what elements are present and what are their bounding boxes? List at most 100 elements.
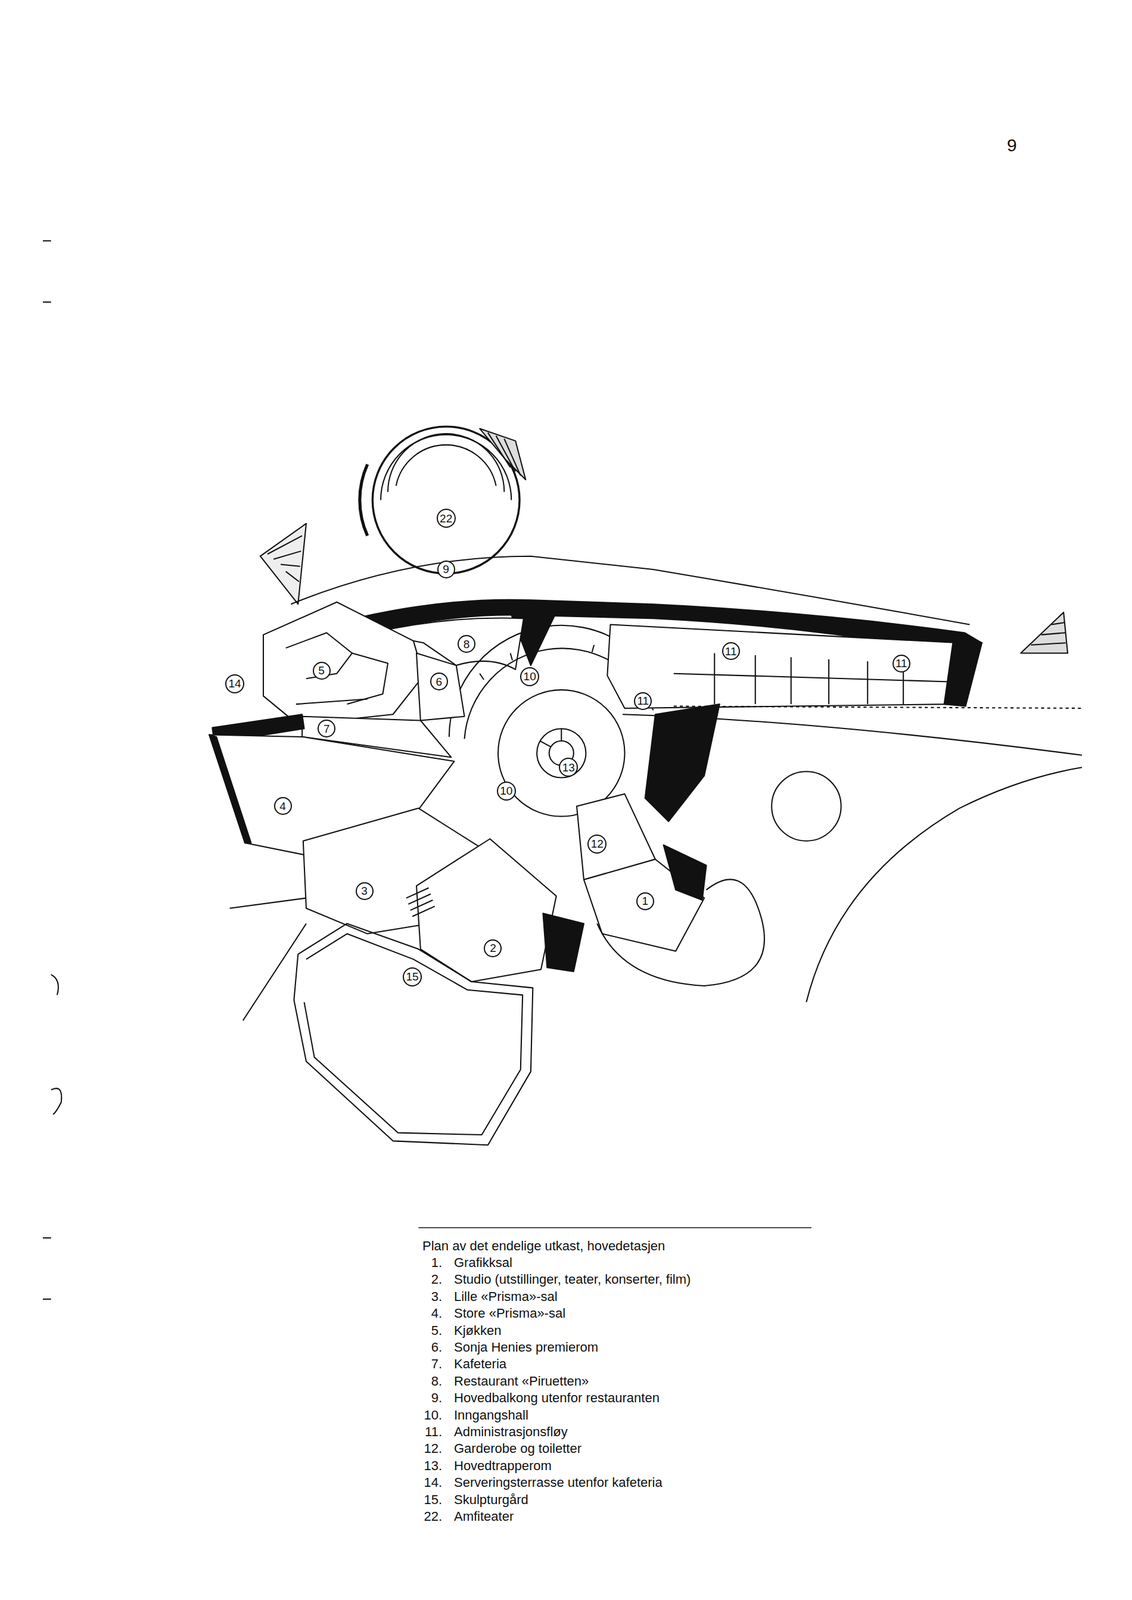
key-number: 5. — [400, 1323, 443, 1339]
plan-line — [592, 645, 595, 653]
plan-line — [866, 661, 869, 705]
callout-circle: 12 — [587, 834, 607, 854]
callout-number: 15 — [406, 971, 419, 983]
callout-number: 6 — [435, 676, 443, 688]
callout-circle: 11 — [722, 642, 740, 661]
key-text: Studio (utstillinger, teater, konserter,… — [453, 1272, 691, 1288]
plan-line — [304, 934, 524, 1136]
key-text: Hovedtrapperom — [453, 1458, 552, 1474]
plan-line — [42, 240, 1082, 1300]
callout-number: 10 — [499, 785, 513, 797]
callout-number: 7 — [323, 723, 331, 735]
callout-circle: 8 — [457, 635, 476, 653]
plan-line — [790, 657, 792, 705]
plan-line — [560, 728, 562, 742]
page-number: 9 — [1006, 134, 1018, 157]
callout-circle: 5 — [312, 661, 331, 680]
plan-line — [260, 523, 307, 605]
plan-line — [412, 906, 435, 917]
plan-line — [596, 879, 765, 987]
callout-number: 11 — [636, 695, 649, 707]
plan-line — [673, 706, 1082, 709]
plan-line — [285, 632, 353, 679]
plan-line — [487, 432, 511, 468]
callout-number: 12 — [591, 838, 604, 850]
plan-line — [42, 240, 52, 242]
callout-circle: 22 — [436, 508, 456, 528]
plan-line — [263, 602, 424, 726]
key-text: Lille «Prisma»-sal — [453, 1289, 558, 1305]
plan-line — [645, 704, 720, 822]
key-number: 7. — [400, 1356, 443, 1373]
plan-line — [51, 1088, 62, 1115]
key-number: 2. — [400, 1272, 443, 1288]
plan-line — [622, 714, 1082, 756]
key-text: Skulpturgård — [453, 1492, 529, 1508]
plan-line — [267, 535, 303, 555]
key-text: Serveringsterrasse utenfor kafeteria — [453, 1475, 663, 1491]
plan-line — [504, 439, 521, 477]
plan-line — [229, 898, 306, 909]
plan-line — [607, 624, 960, 708]
callout-number: 22 — [439, 512, 453, 525]
plan-line — [498, 689, 625, 817]
callout-circle: 10 — [520, 667, 540, 687]
key-number: 15. — [400, 1492, 443, 1508]
plan-line — [285, 571, 300, 582]
plan-line — [713, 652, 715, 705]
plan-line — [1051, 622, 1065, 625]
callout-circle: 3 — [355, 882, 374, 901]
callout-circle: 1 — [636, 892, 655, 911]
plan-line — [510, 652, 513, 661]
plan-line — [396, 445, 497, 487]
callout-number: 1 — [641, 895, 649, 907]
plan-line — [663, 845, 707, 901]
key-number: 22. — [400, 1509, 443, 1525]
key-text: Restaurant «Piruetten» — [453, 1373, 589, 1390]
key-number: 11. — [400, 1424, 443, 1441]
callout-number: 13 — [562, 762, 575, 774]
key-text: Sonja Henies premierom — [453, 1339, 599, 1356]
plan-line — [42, 1298, 52, 1301]
plan-line — [280, 564, 301, 566]
callout-circle: 6 — [430, 672, 449, 691]
plan-line — [771, 771, 841, 841]
plan-line — [479, 673, 484, 680]
callout-number: 9 — [442, 563, 450, 575]
plan-line — [380, 434, 512, 501]
key-number: 4. — [400, 1305, 443, 1322]
key-text: Grafikksal — [453, 1255, 513, 1271]
key-number: 1. — [400, 1255, 443, 1271]
plan-line — [1040, 632, 1066, 635]
key-text: Amfiteater — [453, 1509, 514, 1525]
plan-line — [346, 652, 388, 705]
plan-line — [673, 673, 950, 683]
callout-number: 14 — [228, 678, 241, 690]
callout-number: 10 — [523, 670, 537, 683]
callout-number: 2 — [489, 942, 497, 954]
key-text: Administrasjonsfløy — [453, 1424, 568, 1441]
plan-line — [1020, 612, 1068, 654]
key-text: Garderobe og toiletter — [453, 1441, 582, 1457]
key-text: Kjøkken — [453, 1323, 502, 1339]
plan-line — [372, 426, 520, 574]
key-number: 13. — [400, 1458, 443, 1474]
key-number: 12. — [400, 1441, 443, 1457]
plan-line — [542, 913, 584, 972]
plan-line — [243, 923, 307, 1021]
plan-line — [273, 551, 301, 560]
key-text: Store «Prisma»-sal — [453, 1305, 566, 1322]
callout-circle: 10 — [496, 781, 516, 801]
plan-line — [479, 428, 526, 481]
callout-circle: 9 — [437, 560, 456, 579]
key-number: 10. — [400, 1407, 443, 1424]
key-number: 14. — [400, 1475, 443, 1491]
key-number: 6. — [400, 1339, 443, 1356]
callout-circle: 4 — [274, 797, 292, 816]
callout-number: 5 — [318, 664, 325, 677]
plan-line — [359, 464, 368, 537]
plan-line — [42, 1237, 52, 1239]
callout-number: 11 — [895, 657, 908, 670]
key-text: Kafeteria — [453, 1356, 507, 1373]
plan-line — [536, 728, 586, 778]
